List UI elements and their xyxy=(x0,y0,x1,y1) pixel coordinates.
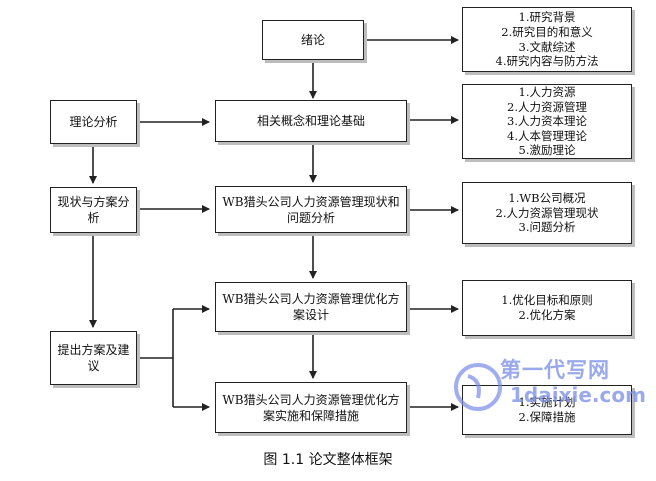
list-item: 2.优化方案 xyxy=(518,308,576,322)
design-box: WB猎头公司人力资源管理优化方案设计 xyxy=(215,282,407,332)
list-item: 1.实施计划 xyxy=(518,395,576,410)
proposal-label: 提出方案及建议 xyxy=(57,343,130,373)
concepts-box: 相关概念和理论基础 xyxy=(215,100,407,142)
list-item: 3.人力资本理论 xyxy=(507,114,587,129)
list-item: 3.问题分析 xyxy=(518,220,576,235)
list-item: 2.研究目的和意义 xyxy=(501,24,593,39)
watermark-text: 第一代写网 xyxy=(500,358,610,382)
implement-label: WB猎头公司人力资源管理优化方案实施和保障措施 xyxy=(222,392,400,423)
implement-box: WB猎头公司人力资源管理优化方案实施和保障措施 xyxy=(215,382,407,433)
status-analysis-label: 现状与方案分析 xyxy=(57,195,130,225)
status-list: 1.WB公司概况 2.人力资源管理现状 3.问题分析 xyxy=(462,182,632,244)
status-label: WB猎头公司人力资源管理现状和问题分析 xyxy=(222,194,400,225)
status-box: WB猎头公司人力资源管理现状和问题分析 xyxy=(215,186,407,233)
list-item: 4.人本管理理论 xyxy=(507,128,587,143)
intro-label: 绪论 xyxy=(300,33,325,47)
status-analysis-box: 现状与方案分析 xyxy=(50,187,137,233)
theory-label: 理论分析 xyxy=(69,115,118,129)
list-item: 1.研究背景 xyxy=(518,10,576,25)
figure-caption: 图 1.1 论文整体框架 xyxy=(263,452,393,468)
intro-list: 1.研究背景 2.研究目的和意义 3.文献综述 4.研究内容与防方法 xyxy=(462,7,632,72)
concepts-label: 相关概念和理论基础 xyxy=(256,114,365,128)
list-item: 1.优化目标和原则 xyxy=(501,293,593,308)
proposal-box: 提出方案及建议 xyxy=(50,331,137,385)
intro-box: 绪论 xyxy=(262,20,364,60)
list-item: 1.WB公司概况 xyxy=(508,191,586,206)
list-item: 5.激励理论 xyxy=(518,143,576,158)
design-label: WB猎头公司人力资源管理优化方案设计 xyxy=(222,292,400,322)
list-item: 3.文献综述 xyxy=(518,39,576,54)
watermark-logo-icon xyxy=(454,363,502,411)
watermark-url: 1daixie.com xyxy=(510,383,646,407)
theory-box: 理论分析 xyxy=(50,100,137,144)
implement-list: 1.实施计划 2.保障措施 xyxy=(462,385,632,435)
list-item: 2.人力资源管理 xyxy=(507,99,587,114)
list-item: 1.人力资源 xyxy=(518,85,576,100)
design-list: 1.优化目标和原则 2.优化方案 xyxy=(462,280,632,336)
list-item: 2.保障措施 xyxy=(518,410,576,424)
list-item: 2.人力资源管理现状 xyxy=(495,205,599,220)
list-item: 4.研究内容与防方法 xyxy=(495,54,599,69)
concepts-list: 1.人力资源 2.人力资源管理 3.人力资本理论 4.人本管理理论 5.激励理论 xyxy=(462,84,632,159)
